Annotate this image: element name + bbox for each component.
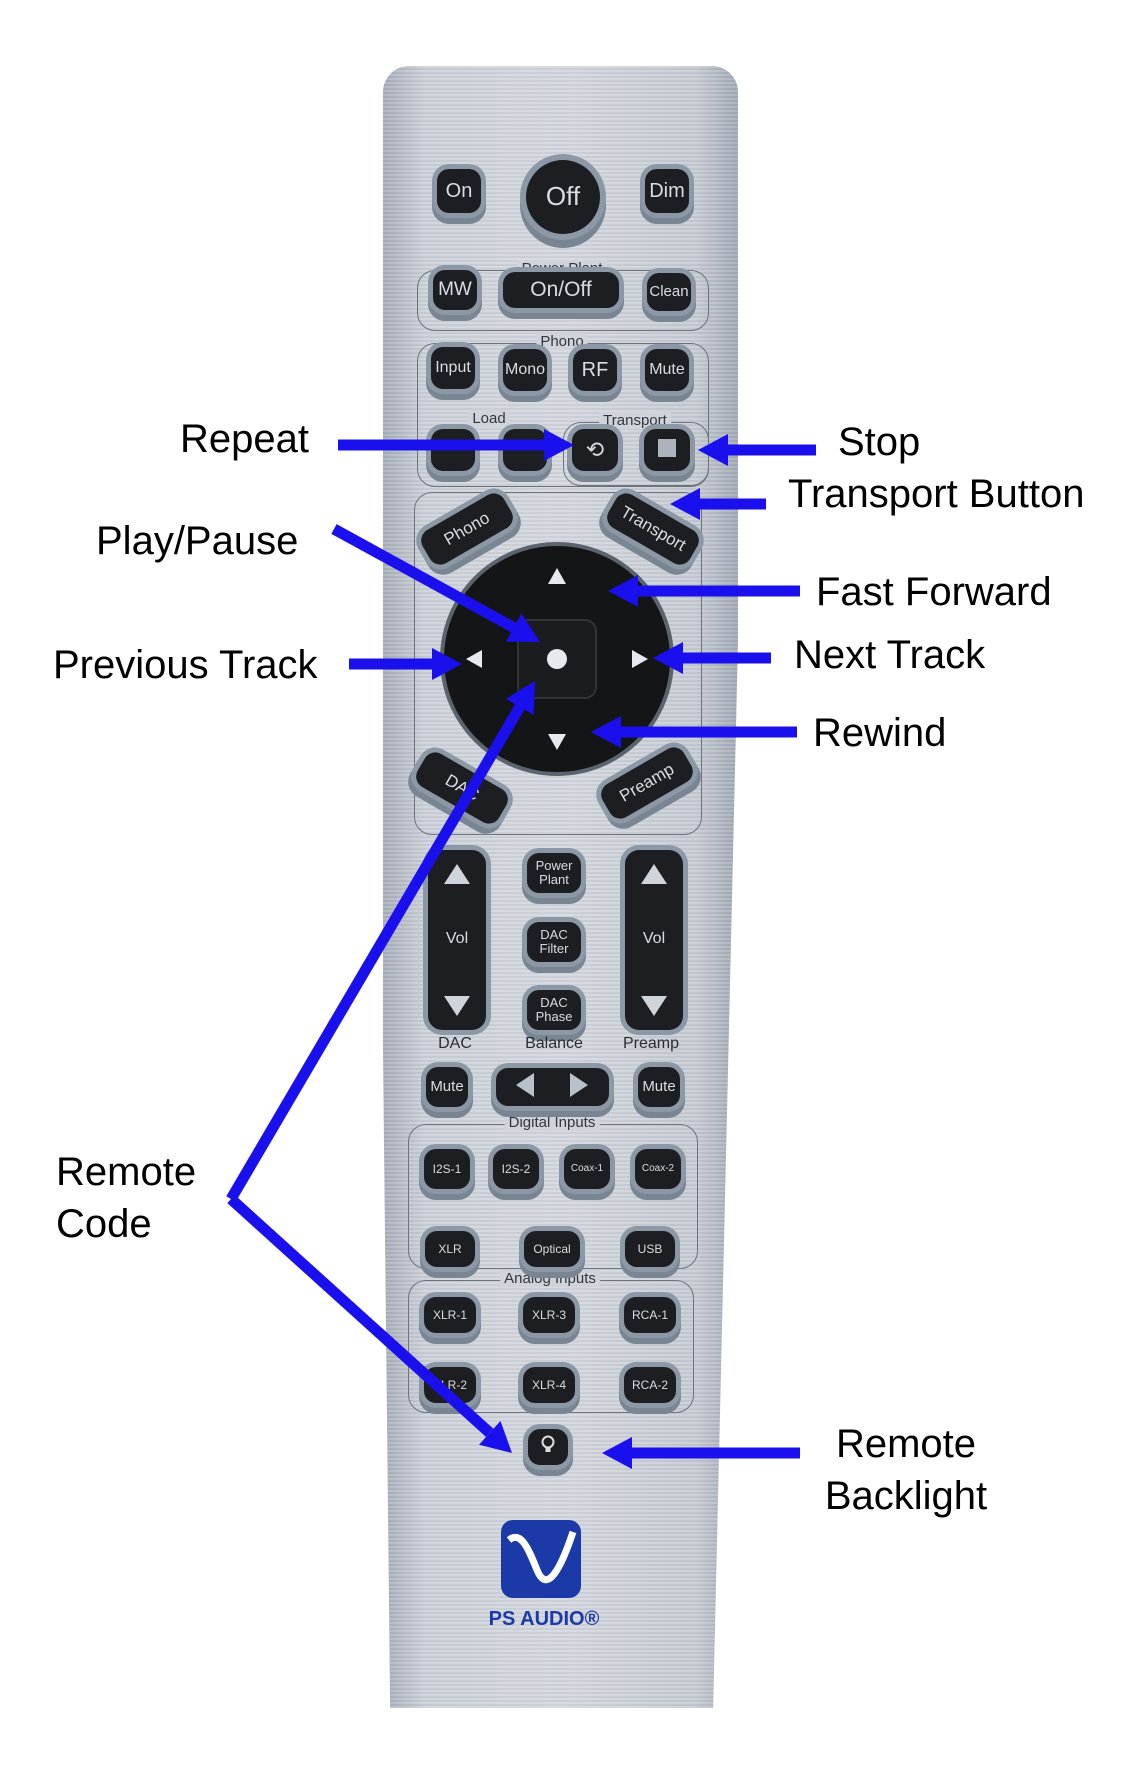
digital-input-coax-1[interactable]: Coax-1 (564, 1149, 610, 1189)
rewind-arrow-head-icon (591, 716, 621, 748)
volume-down-icon (444, 996, 470, 1016)
phono-group-label: Phono (536, 333, 588, 350)
fast-forward-button[interactable] (548, 568, 566, 584)
balance-rocker[interactable] (495, 1068, 609, 1106)
digital-input-xlr[interactable]: XLR (425, 1231, 475, 1267)
fast-forward-arrow-head-icon (608, 575, 638, 607)
logo-text: PS AUDIO® (488, 1608, 600, 1630)
transport-button-arrow-head-icon (670, 488, 700, 520)
label-fast-forward: Fast Forward (816, 570, 1052, 614)
repeat-arrow-head-icon (544, 429, 574, 461)
off-button[interactable]: Off (526, 160, 600, 234)
label-remote-code-line2: Code (56, 1202, 152, 1246)
repeat-button[interactable]: ⟲ (572, 429, 618, 471)
transport-group-label: Transport (599, 412, 671, 429)
phono-rf-button[interactable]: RF (573, 349, 617, 391)
digital-inputs-group-label: Digital Inputs (504, 1114, 600, 1131)
balance-left-icon (516, 1073, 570, 1101)
label-remote-backlight-line2: Backlight (825, 1474, 987, 1518)
vol-label: Vol (445, 930, 469, 947)
label-stop: Stop (838, 420, 920, 464)
analog-input-xlr-4[interactable]: XLR-4 (523, 1367, 575, 1403)
digital-input-optical[interactable]: Optical (524, 1231, 580, 1267)
clean-button[interactable]: Clean (647, 273, 691, 311)
mw-button[interactable]: MW (433, 270, 477, 310)
phono-mute-button[interactable]: Mute (645, 349, 689, 391)
label-transport-button: Transport Button (788, 472, 1084, 516)
label-next-track: Next Track (794, 633, 986, 677)
dac-phase-button[interactable]: DAC Phase (527, 990, 581, 1030)
power-plant-button[interactable]: Power Plant (527, 853, 581, 893)
annotation-arrows (226, 429, 816, 1469)
analog-input-xlr-3[interactable]: XLR-3 (523, 1297, 575, 1333)
ps-audio-logo (501, 1520, 581, 1598)
previous-track-arrow-head-icon (432, 648, 462, 680)
previous-track-button[interactable] (466, 650, 482, 668)
on-button[interactable]: On (437, 169, 481, 213)
digital-input-i2s-2[interactable]: I2S-2 (493, 1149, 539, 1189)
label-remote-backlight-line1: Remote (836, 1422, 976, 1466)
rewind-button[interactable] (548, 734, 566, 750)
volume-down-icon (641, 996, 667, 1016)
dim-button[interactable]: Dim (645, 169, 689, 213)
next-track-arrow-head-icon (653, 642, 683, 674)
analog-input-xlr-1[interactable]: XLR-1 (424, 1297, 476, 1333)
remote-code-line-down (227, 1194, 494, 1437)
play-pause-arrow (331, 524, 517, 633)
preamp-mute-button[interactable]: Mute (638, 1067, 680, 1107)
digital-input-usb[interactable]: USB (625, 1231, 675, 1267)
label-previous-track: Previous Track (53, 643, 319, 687)
next-track-button[interactable] (632, 650, 648, 668)
repeat-icon: ⟲ (585, 437, 605, 463)
digital-input-coax-2[interactable]: Coax-2 (635, 1149, 681, 1189)
play-pause-dot-icon (547, 649, 567, 669)
remote-code-line-up-head-icon (506, 681, 535, 715)
analog-input-rca-2[interactable]: RCA-2 (624, 1367, 676, 1403)
remote-code-line-up (226, 704, 525, 1202)
volume-up-icon (641, 864, 667, 884)
dac-section-label: DAC (438, 1035, 472, 1052)
label-play-pause: Play/Pause (96, 519, 298, 563)
preamp-section-label: Preamp (622, 1035, 680, 1052)
backlight-button[interactable] (528, 1429, 568, 1465)
dac-mute-button[interactable]: Mute (426, 1067, 468, 1107)
balance-right-icon (570, 1073, 588, 1101)
stop-icon (658, 438, 676, 462)
phono-mono-button[interactable]: Mono (503, 349, 547, 391)
remote-backlight-arrow-head-icon (602, 1437, 632, 1469)
label-repeat: Repeat (180, 417, 309, 461)
play-pause-arrow-head-icon (506, 613, 540, 642)
label-rewind: Rewind (813, 711, 946, 755)
analog-input-rca-1[interactable]: RCA-1 (624, 1297, 676, 1333)
balance-section-label: Balance (525, 1035, 583, 1052)
load-group-label: Load (468, 410, 510, 427)
digital-input-i2s-1[interactable]: I2S-1 (424, 1149, 470, 1189)
label-remote-code-line1: Remote (56, 1150, 196, 1194)
preamp-volume-rocker[interactable]: Vol (625, 850, 683, 1030)
vol-label: Vol (642, 930, 666, 947)
lightbulb-icon (540, 1435, 556, 1460)
stop-button[interactable] (644, 429, 690, 471)
remote-code-line-down-head-icon (479, 1421, 512, 1453)
phono-input-button[interactable]: Input (431, 347, 475, 389)
stop-arrow-head-icon (698, 434, 728, 466)
volume-up-icon (444, 864, 470, 884)
analog-inputs-group-label: Analog Inputs (500, 1270, 600, 1287)
power-plant-on-off-button[interactable]: On/Off (503, 272, 619, 308)
dac-volume-rocker[interactable]: Vol (428, 850, 486, 1030)
dac-filter-button[interactable]: DAC Filter (527, 922, 581, 962)
